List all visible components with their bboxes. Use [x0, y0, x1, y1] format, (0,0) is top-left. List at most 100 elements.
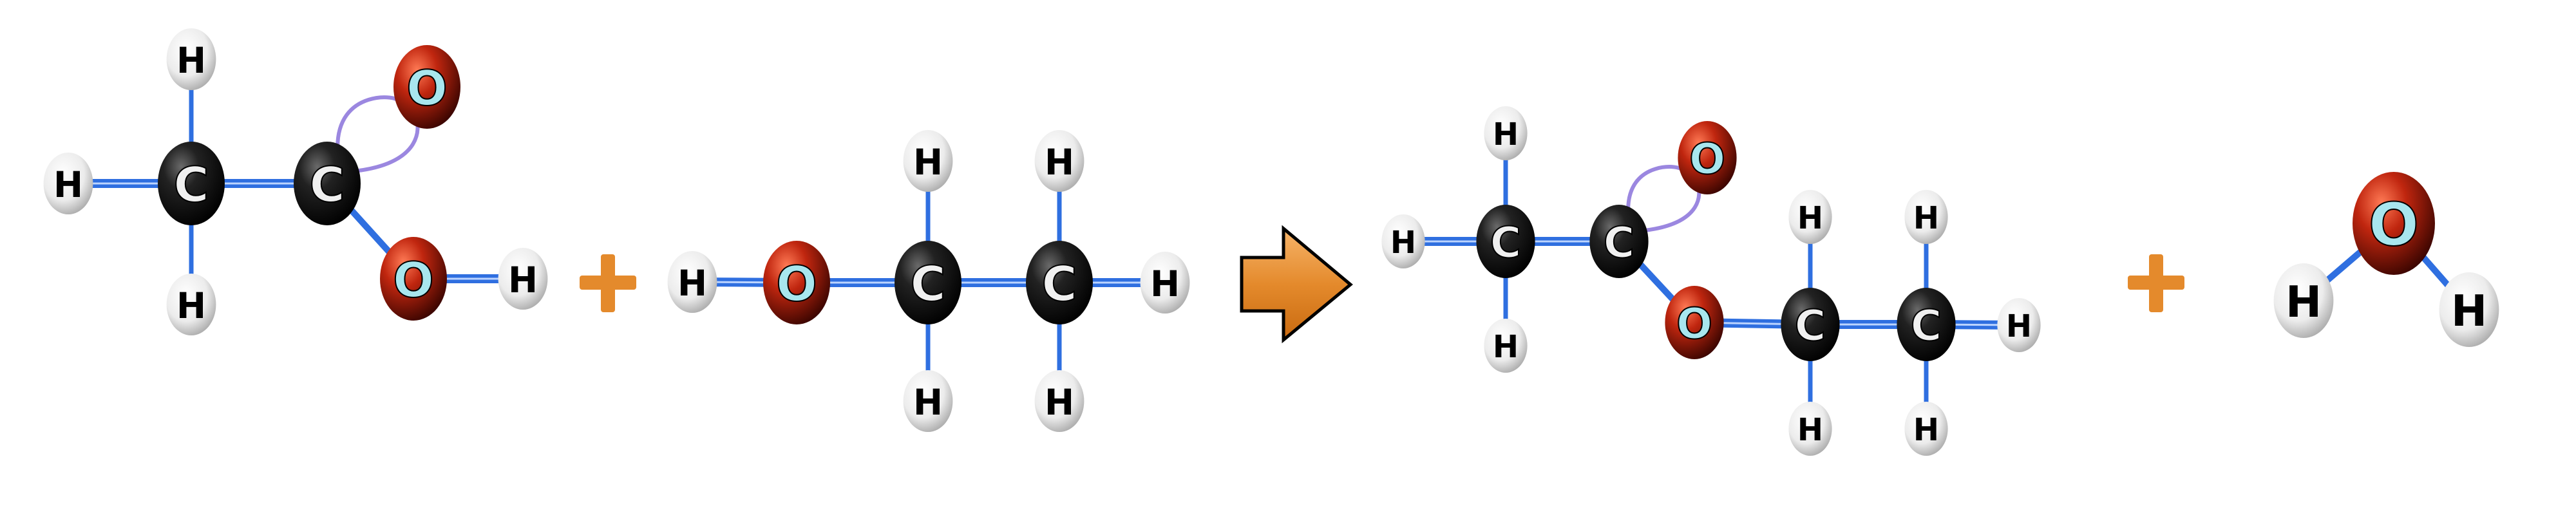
carbon-atom: C: [895, 241, 961, 324]
atom-label: H: [677, 263, 707, 304]
hydrogen-atom: H: [1034, 370, 1084, 432]
atom-label: C: [1795, 301, 1826, 351]
atom-label: H: [1150, 263, 1180, 304]
carbon-atom: C: [294, 142, 361, 225]
atom-sphere: [166, 28, 216, 90]
atom-label: H: [2286, 277, 2322, 327]
hydrogen-atom: H: [166, 274, 216, 335]
atom-sphere: [1678, 121, 1737, 194]
hydrogen-atom: H: [1788, 190, 1832, 244]
hydrogen-atom: H: [1034, 130, 1084, 192]
oxygen-atom: O: [2353, 172, 2435, 275]
atom-sphere: [158, 142, 225, 225]
hydrogen-atom: H: [1904, 402, 1948, 456]
hydrogen-atom: H: [667, 251, 717, 313]
atom-sphere: [903, 370, 953, 432]
atom-label: O: [1676, 299, 1712, 349]
atom-label: H: [1913, 200, 1939, 236]
atom-label: H: [2451, 286, 2487, 336]
atom-label: O: [2369, 191, 2419, 259]
atom-label: C: [1604, 218, 1634, 268]
plus-label-1: +: [0, 0, 1, 1]
oxygen-atom: O: [1665, 286, 1724, 359]
atom-label: H: [2006, 308, 2032, 344]
atom-sphere: [1484, 106, 1528, 160]
atom-sphere: [2273, 263, 2334, 338]
atom-sphere: [294, 142, 361, 225]
atom-sphere: [667, 251, 717, 313]
atom-sphere: [2439, 272, 2499, 347]
atom-sphere: [763, 241, 830, 324]
atom-sphere: [895, 241, 961, 324]
hydrogen-atom: H: [166, 28, 216, 90]
atom-label: H: [1045, 142, 1074, 183]
hydrogen-atom: H: [2439, 272, 2499, 347]
atom-label: C: [173, 156, 209, 213]
atom-label: H: [913, 142, 943, 183]
atom-sphere: [166, 274, 216, 335]
oxygen-atom: O: [1678, 121, 1737, 194]
atom-sphere: [1897, 288, 1956, 361]
molecule-ethyl-acetate: HCCOOCCHHHHHHHH: [1381, 106, 2041, 456]
atom-label: H: [176, 285, 206, 326]
atom-sphere: [43, 153, 93, 214]
atom-label: O: [776, 256, 817, 312]
plus-label-2: +: [0, 0, 1, 1]
atom-sphere: [1484, 319, 1528, 373]
atom-sphere: [1034, 130, 1084, 192]
atom-label: H: [1493, 117, 1519, 153]
atom-label: H: [1390, 225, 1416, 261]
atom-label: C: [910, 256, 945, 312]
hydrogen-atom: H: [1484, 319, 1528, 373]
oxygen-atom: O: [380, 237, 447, 321]
atom-sphere: [1904, 402, 1948, 456]
atom-label: H: [53, 164, 83, 205]
carbon-atom: C: [1476, 205, 1535, 278]
atom-label: H: [176, 40, 206, 81]
hydrogen-atom: H: [903, 130, 953, 192]
atom-sphere: [903, 130, 953, 192]
hydrogen-atom: H: [1381, 214, 1425, 268]
atom-sphere: [380, 237, 447, 321]
hydrogen-atom: H: [1685, 131, 1728, 185]
atom-sphere: [1381, 214, 1425, 268]
hydrogen-atom: H: [1997, 298, 2041, 352]
plus-sign-2: +: [0, 0, 2184, 312]
plus-sign-1: +: [0, 0, 636, 312]
oxygen-atom: O: [763, 241, 830, 324]
oxygen-atom: O: [393, 45, 460, 129]
atom-label: H: [1913, 412, 1939, 448]
carbon-atom: C: [158, 142, 225, 225]
atom-label: H: [1493, 329, 1519, 365]
hydrogen-atom: H: [1484, 106, 1528, 160]
atom-sphere: [1781, 288, 1840, 361]
molecule-water: OH H: [2273, 172, 2499, 347]
atom-label: H: [1797, 412, 1823, 448]
carbon-atom: C: [1897, 288, 1956, 361]
hydrogen-atom: H: [1788, 402, 1832, 456]
atom-sphere: [498, 248, 548, 310]
atom-label: H: [1045, 382, 1074, 423]
atom-label: O: [406, 60, 448, 117]
atom-sphere: [1788, 402, 1832, 456]
carbon-atom: C: [1026, 241, 1093, 324]
atom-label: C: [1490, 218, 1521, 268]
atom-sphere: [1904, 190, 1948, 244]
hydrogen-atom: H: [2273, 263, 2334, 338]
atom-label: C: [309, 156, 345, 213]
hydrogen-atom: H: [1904, 190, 1948, 244]
atom-sphere: [1665, 286, 1724, 359]
atom-label: H: [1797, 200, 1823, 236]
atom-sphere: [1026, 241, 1093, 324]
atom-sphere: [1788, 190, 1832, 244]
atom-sphere: [1034, 370, 1084, 432]
hydrogen-atom: H: [43, 153, 93, 214]
atom-sphere: [1589, 205, 1649, 278]
carbon-atom: C: [1781, 288, 1840, 361]
atom-label: C: [1041, 256, 1077, 312]
atom-sphere: [393, 45, 460, 129]
atom-sphere: [2353, 172, 2435, 275]
